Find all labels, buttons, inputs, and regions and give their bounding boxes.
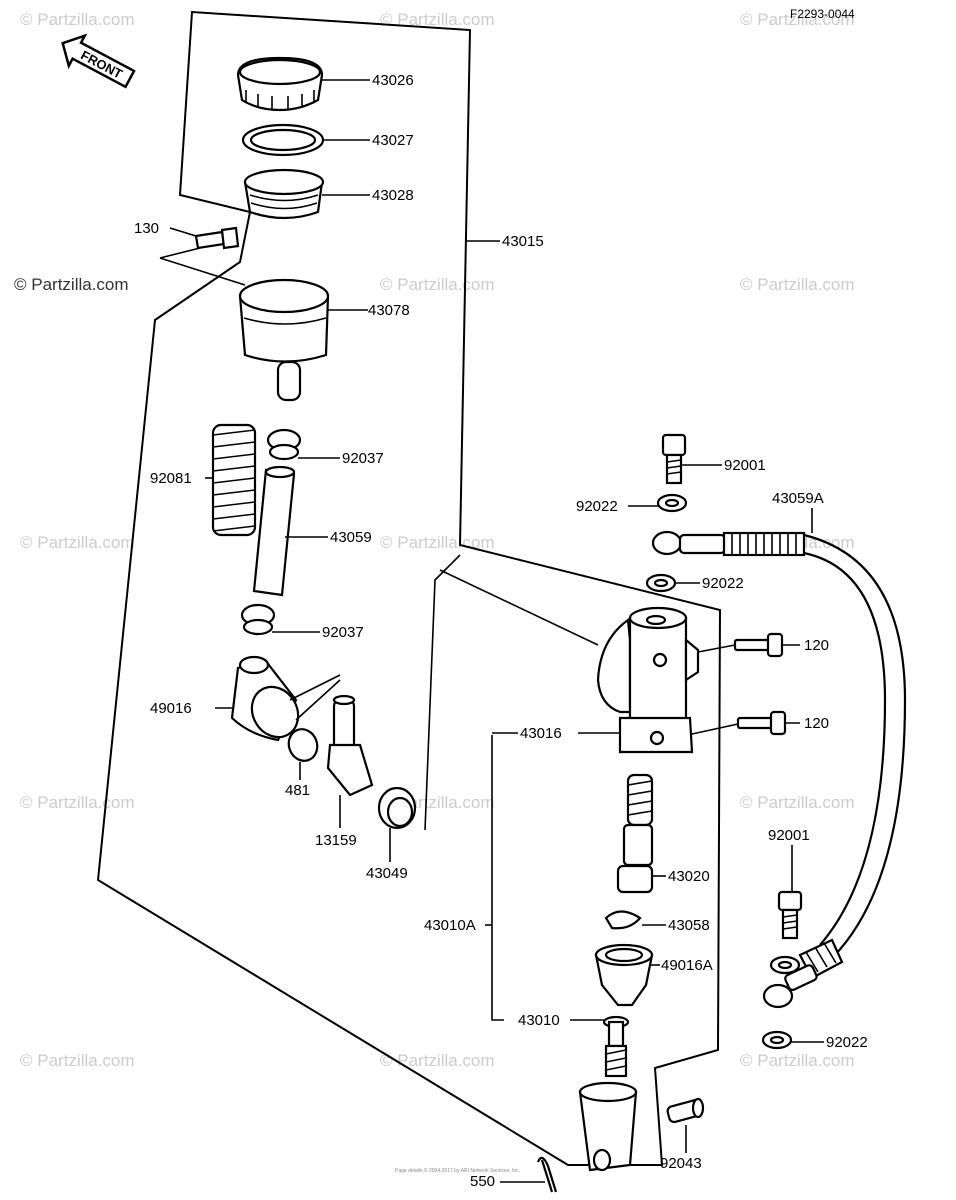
- pushrod-43010-part: [578, 1015, 638, 1172]
- part-label-92022-mid: 92022: [702, 575, 744, 592]
- leader-line: [159, 247, 246, 286]
- watermark: © Partzilla.com: [20, 1051, 135, 1070]
- joint-49016-part: [230, 655, 300, 742]
- assembly-frame-inner: [424, 554, 461, 831]
- part-label-43049: 43049: [366, 865, 408, 882]
- leader-line: [691, 722, 800, 735]
- bolt-120-bottom-part: [736, 710, 787, 736]
- washer-92022-mid-part: [645, 573, 677, 593]
- front-arrow: FRONT: [61, 33, 136, 89]
- part-label-92001-top: 92001: [724, 457, 766, 474]
- clamp-92037-top-part: [266, 428, 302, 461]
- part-label-13159: 13159: [315, 832, 357, 849]
- part-label-92022-bottom: 92022: [826, 1034, 868, 1051]
- footer-fine-print: Page details © 2004-2017 by ARI Network …: [395, 1167, 520, 1174]
- master-cylinder-43016-part: [596, 606, 700, 754]
- part-label-120-top: 120: [804, 637, 829, 654]
- watermarks: © Partzilla.com © Partzilla.com © Partzi…: [14, 10, 855, 1070]
- part-label-43059: 43059: [330, 529, 372, 546]
- reservoir-43078-part: [238, 278, 330, 402]
- watermark: © Partzilla.com: [740, 275, 855, 294]
- bolt-92001-top-part: [661, 433, 687, 485]
- circlip-481-part: [287, 728, 319, 762]
- watermark: © Partzilla.com: [380, 275, 495, 294]
- part-label-43058: 43058: [668, 917, 710, 934]
- leader-line: [215, 674, 341, 721]
- cotter-pin-550-part: [536, 1156, 558, 1193]
- bracket-43010A-part: [485, 735, 504, 1021]
- part-label-550: 550: [470, 1173, 495, 1190]
- part-label-43078: 43078: [368, 302, 410, 319]
- cap-43026-part: [236, 56, 324, 112]
- diaphragm-43028-part: [243, 168, 325, 220]
- boot-49016A-part: [594, 943, 654, 1007]
- part-label-92037-top: 92037: [342, 450, 384, 467]
- hose-43059-part: [252, 465, 296, 597]
- grommet-43049-part: [377, 786, 417, 830]
- bolt-120-top-part: [733, 632, 784, 658]
- watermark: © Partzilla.com: [740, 10, 855, 29]
- watermark: © Partzilla.com: [20, 10, 135, 29]
- watermark: © Partzilla.com: [380, 10, 495, 29]
- part-label-481: 481: [285, 782, 310, 799]
- part-label-92001-bottom: 92001: [768, 827, 810, 844]
- washer-92022-top-part: [656, 493, 688, 513]
- part-label-43015: 43015: [502, 233, 544, 250]
- part-label-49016A: 49016A: [661, 957, 713, 974]
- part-label-43026: 43026: [372, 72, 414, 89]
- ring-43027-part: [241, 123, 325, 157]
- part-label-92037-bottom: 92037: [322, 624, 364, 641]
- part-label-43016: 43016: [520, 725, 562, 742]
- diagram-code: F2293-0044: [790, 7, 855, 21]
- pin-92043-part: [666, 1097, 705, 1124]
- part-label-92022-top: 92022: [576, 498, 618, 515]
- part-label-43010A: 43010A: [424, 917, 476, 934]
- part-label-43028: 43028: [372, 187, 414, 204]
- washer-92022-bottom-part: [761, 1030, 793, 1050]
- part-label-43059A: 43059A: [772, 490, 824, 507]
- part-label-120-bottom: 120: [804, 715, 829, 732]
- part-label-43020: 43020: [668, 868, 710, 885]
- screw-130-part: [194, 226, 240, 250]
- main-watermark: © Partzilla.com: [14, 275, 129, 294]
- part-label-130: 130: [134, 220, 159, 237]
- bolt-92001-bottom-part: [777, 890, 803, 940]
- watermark: © Partzilla.com: [380, 1051, 495, 1070]
- clip-43058-part: [604, 910, 642, 930]
- watermark: © Partzilla.com: [20, 533, 135, 552]
- part-label-43027: 43027: [372, 132, 414, 149]
- leader-line: [697, 644, 800, 653]
- part-label-43010: 43010: [518, 1012, 560, 1029]
- washer-92022-hose-part: [769, 955, 801, 975]
- fitting-13159-part: [326, 694, 374, 797]
- watermark: © Partzilla.com: [740, 1051, 855, 1070]
- part-label-92081: 92081: [150, 470, 192, 487]
- leader-line: [439, 569, 599, 646]
- spring-92081-part: [211, 423, 257, 537]
- clamp-92037-bottom-part: [240, 603, 276, 636]
- piston-43020-part: [616, 773, 654, 894]
- brake-hose-43059A-part: [651, 530, 907, 1009]
- part-label-49016: 49016: [150, 700, 192, 717]
- leader-line: [169, 227, 197, 237]
- watermark: © Partzilla.com: [20, 793, 135, 812]
- watermark: © Partzilla.com: [740, 793, 855, 812]
- part-label-92043: 92043: [660, 1155, 702, 1172]
